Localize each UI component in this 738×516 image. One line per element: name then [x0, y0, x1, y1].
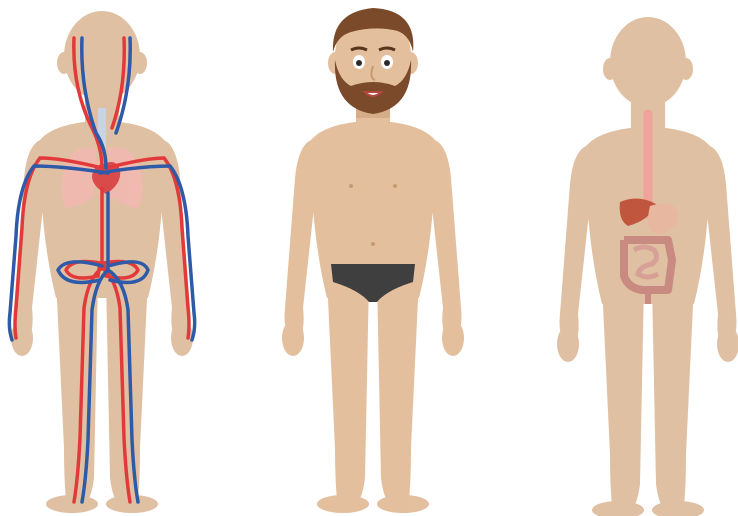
digestive-system-figure	[557, 17, 738, 516]
bearded-man-figure	[282, 8, 464, 513]
nipple-icon	[349, 184, 353, 188]
nipple-icon	[393, 184, 397, 188]
circulatory-system-figure	[9, 11, 194, 513]
navel-icon	[371, 242, 375, 246]
